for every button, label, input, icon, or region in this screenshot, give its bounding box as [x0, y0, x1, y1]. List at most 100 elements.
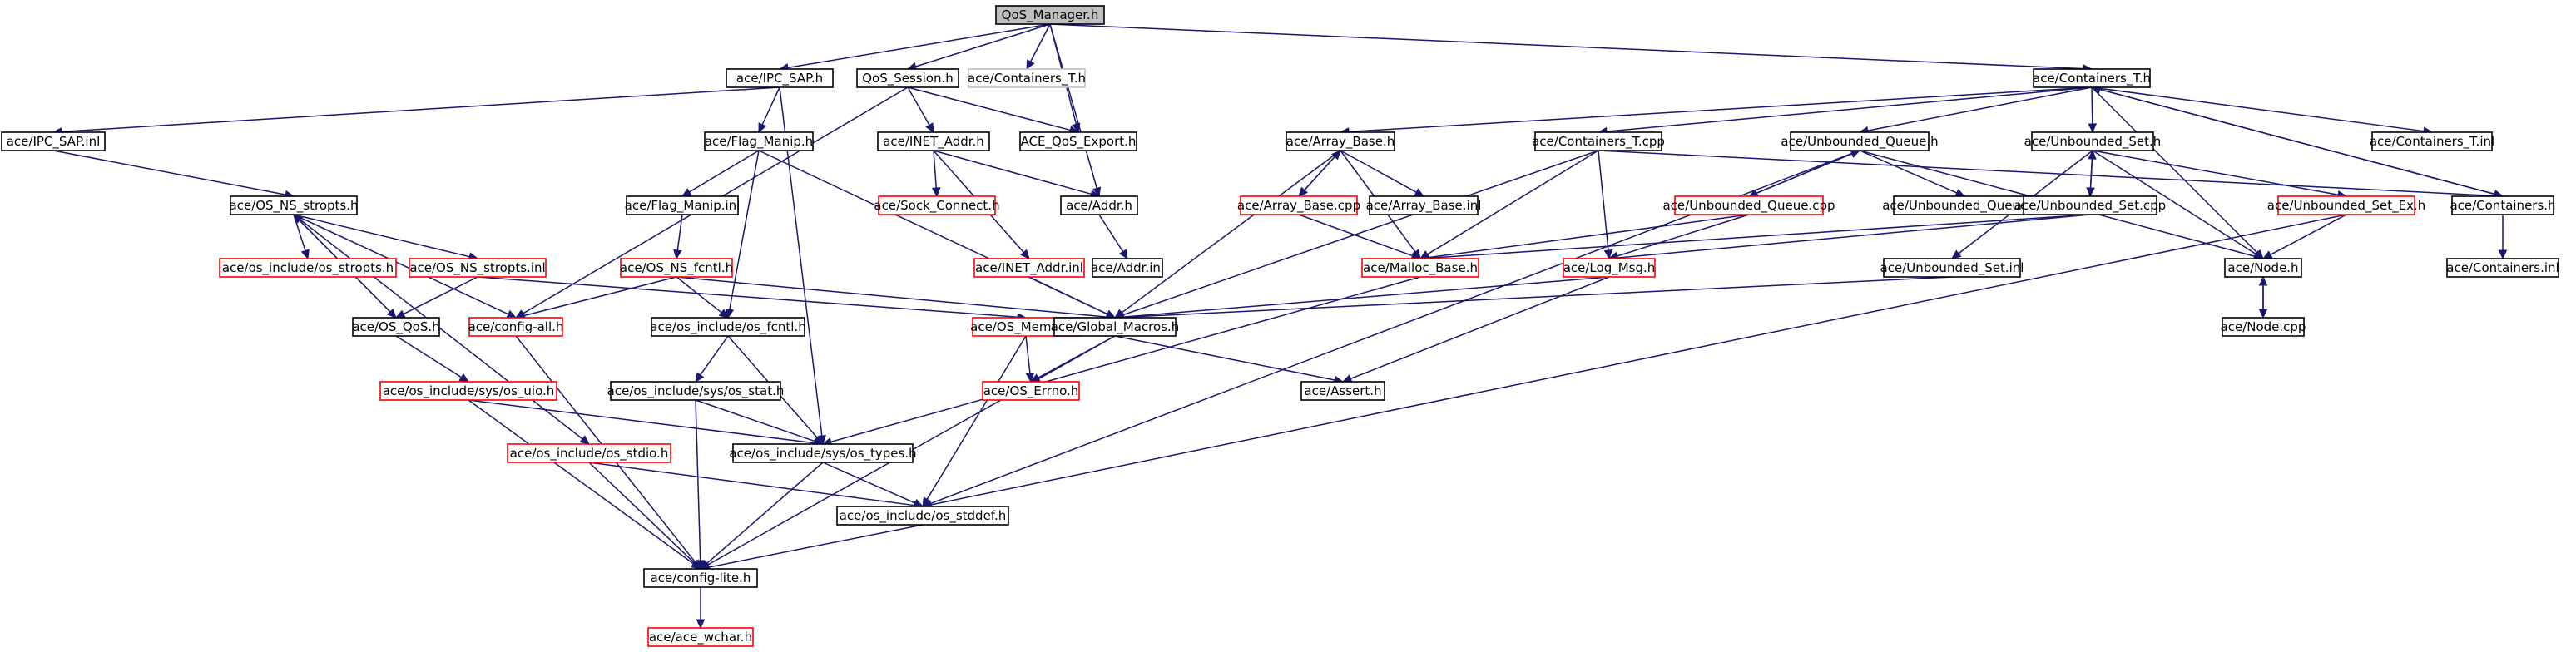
node-box: [643, 568, 758, 588]
node-box: [626, 195, 739, 215]
edge-ipc_sap_h-to-flag_manip_h: [758, 86, 780, 134]
node-ipc_sap_h[interactable]: ace/IPC_SAP.h: [726, 68, 834, 88]
node-inet_addr_h[interactable]: ace/INET_Addr.h: [877, 131, 990, 151]
edge-containers_t_cpp-to-global_macros: [1113, 150, 1599, 319]
node-global_macros[interactable]: ace/Global_Macros.h: [1051, 317, 1180, 337]
node-os_stdio[interactable]: ace/os_include/os_stdio.h: [507, 443, 671, 463]
edge-os_stdio-to-os_stddef: [588, 462, 924, 510]
node-box: [878, 195, 996, 215]
node-box: [732, 443, 914, 463]
node-array_base_h[interactable]: ace/Array_Base.h: [1286, 131, 1395, 151]
node-addr_inl[interactable]: ace/Addr.inl: [1091, 258, 1164, 278]
node-label: ace/config-lite.h: [651, 570, 751, 585]
node-box: [1286, 131, 1395, 151]
edge-array_base_cpp-to-malloc_base: [1298, 214, 1422, 260]
node-flag_manip_inl[interactable]: ace/Flag_Manip.inl: [625, 195, 741, 215]
node-containers_t_h[interactable]: ace/Containers_T.h: [2033, 68, 2151, 88]
node-os_include_os_stropts[interactable]: ace/os_include/os_stropts.h: [219, 258, 397, 278]
node-box: [877, 131, 990, 151]
edge-unbounded_queue_h-to-unbounded_queue_inl: [1859, 150, 1966, 197]
node-qos_manager[interactable]: QoS_Manager.h: [995, 5, 1105, 25]
node-unbounded_queue_inl[interactable]: ace/Unbounded_Queue.inl: [1882, 195, 2047, 215]
node-flag_manip_h[interactable]: ace/Flag_Manip.h: [704, 131, 814, 151]
node-containers_t_inl[interactable]: ace/Containers_T.inl: [2370, 131, 2494, 151]
edge-os_qos_h-to-sys_os_uio: [395, 335, 470, 383]
edge-inet_addr_h-to-addr_h: [933, 150, 1101, 199]
node-box: [2224, 258, 2302, 278]
node-os_ns_strops_inl[interactable]: ace/OS_NS_stropts.inl: [409, 258, 547, 278]
node-label: ace/INET_Addr.h: [883, 134, 984, 150]
node-os_fcntl_h[interactable]: ace/os_include/os_fcntl.h: [650, 317, 806, 337]
node-addr_h[interactable]: ace/Addr.h: [1060, 195, 1138, 215]
edge-unbounded_queue_cpp-to-malloc_base: [1419, 214, 1750, 262]
node-unbounded_queue_cpp[interactable]: ace/Unbounded_Queue.cpp: [1662, 195, 1835, 215]
node-box: [856, 68, 959, 88]
edge-containers_h-to-containers_inl: [2498, 215, 2508, 260]
node-unbounded_set_h[interactable]: ace/Unbounded_Set.h: [2024, 131, 2162, 151]
edge-os_ns_stropts_h-to-os_ns_strops_inl: [293, 214, 479, 261]
node-box: [2277, 195, 2415, 215]
node-box: [468, 317, 563, 337]
node-label: ace/IPC_SAP.h: [736, 71, 823, 86]
node-box: [1240, 195, 1358, 215]
node-unbounded_set_inl[interactable]: ace/Unbounded_Set.inl: [1880, 258, 2024, 278]
edge-os_memory-to-os_stddef: [922, 335, 1027, 508]
node-inet_addr_inl[interactable]: ace/INET_Addr.inl: [973, 258, 1085, 278]
node-label: QoS_Manager.h: [1002, 7, 1099, 23]
node-box: [1790, 131, 1930, 151]
node-label: ace/os_include/sys/os_stat.h: [607, 383, 785, 399]
node-malloc_base[interactable]: ace/Malloc_Base.h: [1361, 258, 1479, 278]
node-box: [647, 627, 754, 647]
node-os_ns_stropts_h[interactable]: ace/OS_NS_stropts.h: [230, 195, 359, 215]
node-box: [1053, 317, 1177, 337]
node-config_all[interactable]: ace/config-all.h: [468, 317, 564, 337]
node-node_cpp[interactable]: ace/Node.cpp: [2221, 317, 2306, 337]
edge-array_base_h-to-array_base_inl: [1340, 150, 1425, 197]
node-ace_wchar[interactable]: ace/ace_wchar.h: [647, 627, 754, 647]
node-unbounded_queue_h[interactable]: ace/Unbounded_Queue.h: [1781, 131, 1939, 151]
node-qos_export[interactable]: ACE_QoS_Export.h: [1019, 131, 1137, 151]
node-containers_t_h_ghost[interactable]: ace/Containers_T.h: [968, 68, 1086, 88]
node-sock_connect[interactable]: ace/Sock_Connect.h: [874, 195, 1000, 215]
node-box: [1361, 258, 1479, 278]
node-os_errno[interactable]: ace/OS_Errno.h: [982, 381, 1080, 401]
node-box: [2371, 131, 2493, 151]
node-log_msg[interactable]: ace/Log_Msg.h: [1563, 258, 1656, 278]
node-array_base_cpp[interactable]: ace/Array_Base.cpp: [1237, 195, 1360, 215]
node-label: ace/Containers_T.cpp: [1532, 134, 1665, 150]
node-label: ace/os_include/sys/os_uio.h: [383, 383, 555, 399]
node-array_base_inl[interactable]: ace/Array_Base.inl: [1366, 195, 1482, 215]
node-containers_h[interactable]: ace/Containers.h: [2450, 195, 2556, 215]
node-ipc_sap_inl[interactable]: ace/IPC_SAP.inl: [1, 131, 106, 151]
node-label: ace/config-all.h: [468, 319, 564, 334]
node-box: [620, 258, 733, 278]
node-assert_h[interactable]: ace/Assert.h: [1300, 381, 1385, 401]
node-box: [1092, 258, 1163, 278]
node-label: ace/Assert.h: [1304, 383, 1381, 398]
node-sys_os_uio[interactable]: ace/os_include/sys/os_uio.h: [379, 381, 557, 401]
edge-sys_os_stat-to-config_lite: [695, 399, 705, 570]
node-sys_os_types[interactable]: ace/os_include/sys/os_types.h: [729, 443, 917, 463]
node-unbounded_set_cpp[interactable]: ace/Unbounded_Set.cpp: [2014, 195, 2166, 215]
node-config_lite[interactable]: ace/config-lite.h: [643, 568, 758, 588]
edge-os_ns_fcntl_h-to-os_fcntl_h: [676, 276, 729, 319]
node-os_qos_h[interactable]: ace/OS_QoS.h: [352, 317, 440, 337]
edge-qos_manager-to-addr_h: [1049, 23, 1102, 198]
node-os_stddef[interactable]: ace/os_include/os_stddef.h: [836, 506, 1009, 526]
node-os_ns_fcntl_h[interactable]: ace/OS_NS_fcntl.h: [620, 258, 733, 278]
node-box: [2023, 195, 2157, 215]
node-sys_os_stat[interactable]: ace/os_include/sys/os_stat.h: [607, 381, 785, 401]
node-containers_inl[interactable]: ace/Containers.inl: [2446, 258, 2559, 278]
node-unbounded_set_ex_h[interactable]: ace/Unbounded_Set_Ex.h: [2267, 195, 2425, 215]
node-containers_t_cpp[interactable]: ace/Containers_T.cpp: [1532, 131, 1665, 151]
node-box: [379, 381, 557, 401]
node-box: [2446, 258, 2559, 278]
node-box: [1674, 195, 1824, 215]
node-box: [836, 506, 1009, 526]
edge-os_fcntl_h-to-sys_os_stat: [695, 335, 729, 383]
node-node_h[interactable]: ace/Node.h: [2224, 258, 2302, 278]
node-label: ace/Containers.h: [2450, 198, 2555, 213]
node-qos_session[interactable]: QoS_Session.h: [856, 68, 959, 88]
edge-sys_os_types-to-config_lite: [700, 462, 824, 570]
